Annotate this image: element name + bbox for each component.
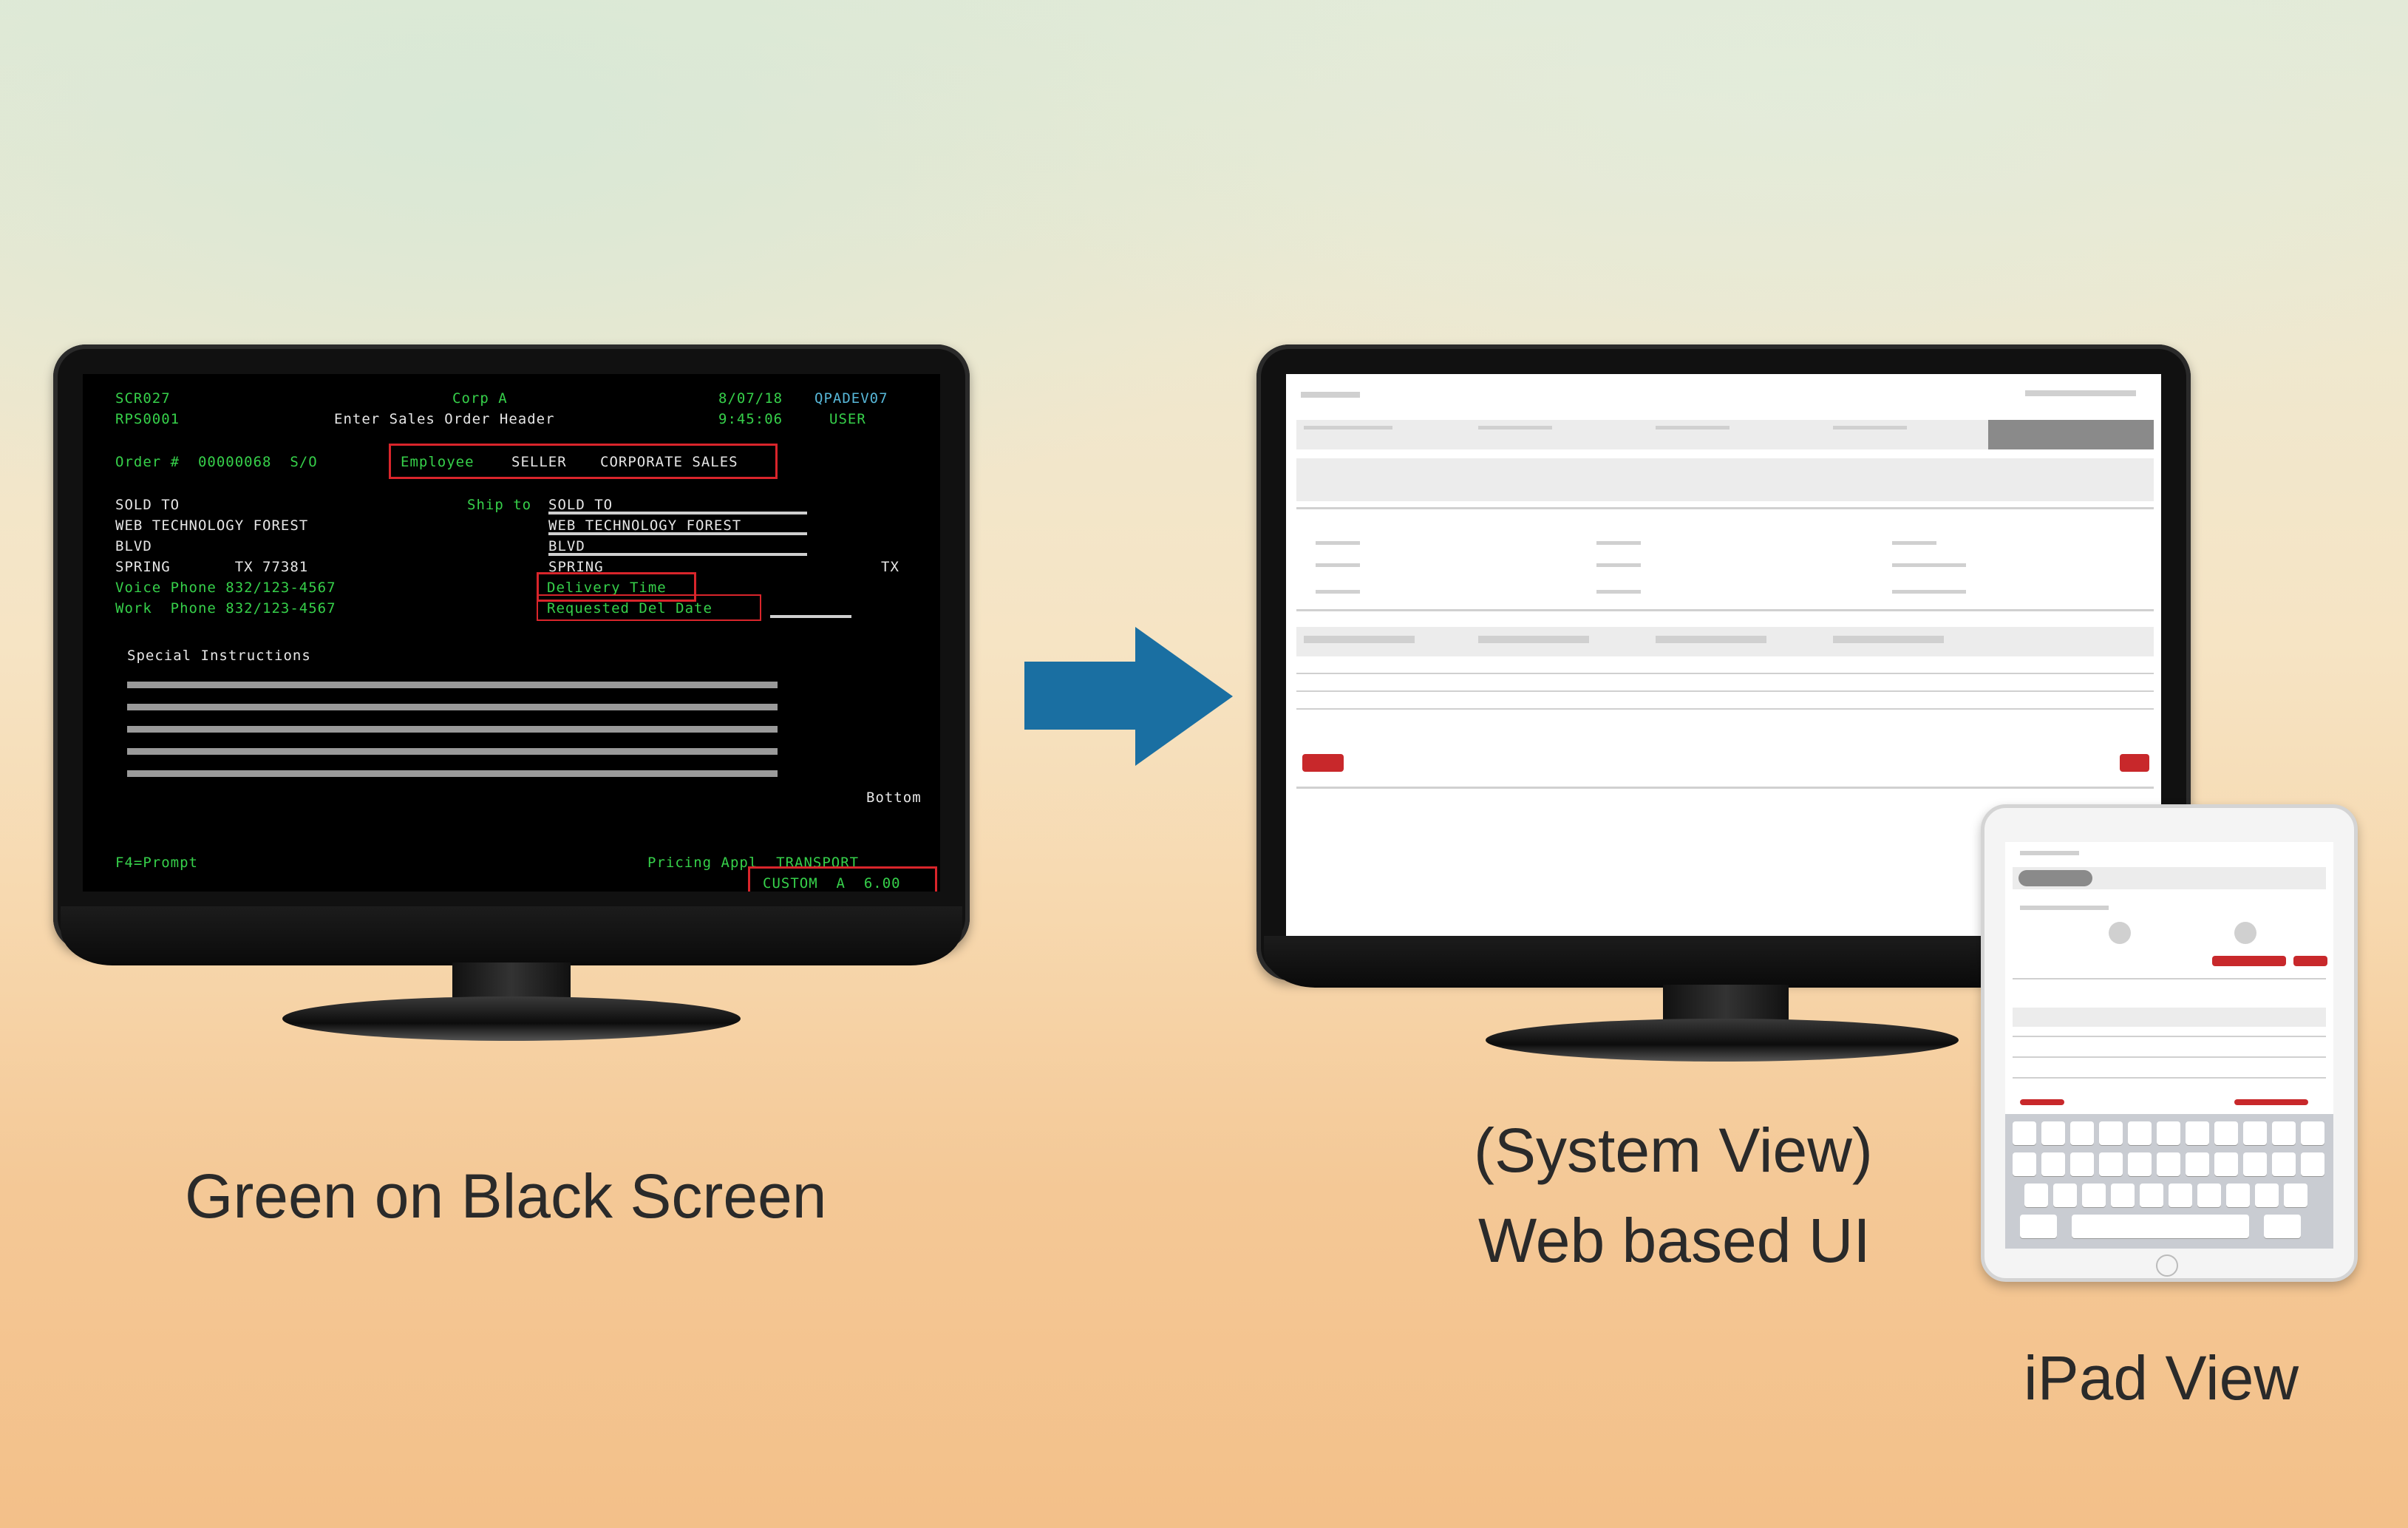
terminal-text: 8/07/18: [718, 390, 783, 407]
keyboard-key[interactable]: [2226, 1184, 2250, 1207]
terminal-text: BLVD: [548, 538, 585, 554]
legacy-monitor-base: [282, 996, 741, 1041]
keyboard-key[interactable]: [2140, 1184, 2163, 1207]
keyboard-key[interactable]: [2070, 1152, 2094, 1176]
terminal-text: WEB TECHNOLOGY FOREST: [548, 517, 742, 534]
keyboard-key[interactable]: [2243, 1152, 2267, 1176]
keyboard-key[interactable]: [2214, 1121, 2238, 1145]
ipad-red-button[interactable]: [2234, 1099, 2308, 1105]
ipad-screen: [2005, 842, 2333, 1249]
keyboard-key[interactable]: [2272, 1121, 2296, 1145]
keyboard-key[interactable]: [2186, 1121, 2209, 1145]
ipad-red-button[interactable]: [2020, 1099, 2064, 1105]
keyboard-key[interactable]: [2041, 1152, 2065, 1176]
keyboard-key[interactable]: [2186, 1152, 2209, 1176]
highlight-box: [748, 866, 937, 892]
keyboard-key[interactable]: [2024, 1184, 2048, 1207]
terminal-text: SCR027: [115, 390, 171, 407]
keyboard-key[interactable]: [2070, 1121, 2094, 1145]
terminal-text: CORPORATE SALES: [600, 454, 738, 470]
terminal-text: USER: [829, 411, 866, 427]
keyboard-key[interactable]: [2013, 1152, 2036, 1176]
keyboard-key[interactable]: [2072, 1215, 2249, 1238]
terminal-text: 9:45:06: [718, 411, 783, 427]
keyboard-key[interactable]: [2020, 1215, 2057, 1238]
keyboard-key[interactable]: [2041, 1121, 2065, 1145]
keyboard-key[interactable]: [2082, 1184, 2106, 1207]
ipad-home-button[interactable]: [2156, 1254, 2178, 1277]
keyboard-key[interactable]: [2214, 1152, 2238, 1176]
keyboard-key[interactable]: [2013, 1121, 2036, 1145]
web-monitor-base: [1486, 1019, 1959, 1062]
terminal-text: Employee: [401, 454, 475, 470]
web-red-button[interactable]: [2120, 754, 2149, 772]
keyboard-key[interactable]: [2128, 1121, 2152, 1145]
terminal-text: BLVD: [115, 538, 152, 554]
keyboard-key[interactable]: [2111, 1184, 2135, 1207]
terminal-text: SOLD TO: [548, 497, 613, 513]
terminal-text: SPRING TX 77381: [115, 559, 309, 575]
keyboard-key[interactable]: [2157, 1152, 2180, 1176]
terminal-text: Delivery Time: [547, 580, 667, 596]
web-monitor: [1256, 344, 2191, 1069]
terminal-text: F4=Prompt: [115, 855, 198, 871]
terminal-text: SPRING: [548, 559, 604, 575]
keyboard-key[interactable]: [2128, 1152, 2152, 1176]
keyboard-key[interactable]: [2284, 1184, 2307, 1207]
ipad-red-button[interactable]: [2212, 956, 2286, 966]
legacy-monitor-chin: [61, 906, 962, 965]
arrow-right-head: [1135, 627, 1233, 766]
ipad-red-button[interactable]: [2293, 956, 2327, 966]
terminal-text: WEB TECHNOLOGY FOREST: [115, 517, 309, 534]
terminal-text: Bottom: [866, 790, 922, 806]
terminal-text: Corp A: [452, 390, 508, 407]
keyboard-key[interactable]: [2243, 1121, 2267, 1145]
terminal-text: SELLER: [511, 454, 567, 470]
highlight-box: [389, 444, 778, 479]
terminal-text: Work Phone 832/123-4567: [115, 600, 336, 617]
keyboard-key[interactable]: [2169, 1184, 2192, 1207]
ipad-device: [1981, 804, 2358, 1282]
keyboard-key[interactable]: [2099, 1121, 2123, 1145]
keyboard-key[interactable]: [2272, 1152, 2296, 1176]
keyboard-key[interactable]: [2301, 1121, 2324, 1145]
terminal-text: Voice Phone 832/123-4567: [115, 580, 336, 596]
legacy-monitor: SCR027 Corp A 8/07/18 QPADEV07 RPS0001 E…: [53, 344, 970, 1054]
terminal-text: SOLD TO: [115, 497, 180, 513]
caption-legacy: Green on Black Screen: [185, 1161, 827, 1231]
legacy-terminal-screen: SCR027 Corp A 8/07/18 QPADEV07 RPS0001 E…: [83, 374, 940, 892]
terminal-title: Enter Sales Order Header: [334, 411, 555, 427]
web-red-button[interactable]: [1302, 754, 1344, 772]
terminal-text: CUSTOM A 6.00: [763, 875, 901, 892]
terminal-text: Requested Del Date: [547, 600, 712, 617]
caption-system-view: (System View): [1474, 1116, 1873, 1185]
terminal-text: RPS0001: [115, 411, 180, 427]
arrow-right-icon: [1024, 662, 1139, 730]
terminal-text: Special Instructions: [127, 648, 311, 664]
terminal-text: Order # 00000068 S/O: [115, 454, 318, 470]
keyboard-key[interactable]: [2197, 1184, 2221, 1207]
terminal-text: QPADEV07: [814, 390, 888, 407]
keyboard-key[interactable]: [2157, 1121, 2180, 1145]
keyboard-key[interactable]: [2099, 1152, 2123, 1176]
highlight-box: [537, 572, 696, 602]
keyboard-key[interactable]: [2255, 1184, 2279, 1207]
terminal-text: TX: [881, 559, 899, 575]
keyboard-key[interactable]: [2301, 1152, 2324, 1176]
caption-ipad: iPad View: [2024, 1343, 2299, 1413]
terminal-text: Ship to: [467, 497, 532, 513]
keyboard-key[interactable]: [2264, 1215, 2301, 1238]
caption-web-ui: Web based UI: [1478, 1206, 1871, 1275]
highlight-box: [537, 594, 761, 621]
keyboard-key[interactable]: [2053, 1184, 2077, 1207]
